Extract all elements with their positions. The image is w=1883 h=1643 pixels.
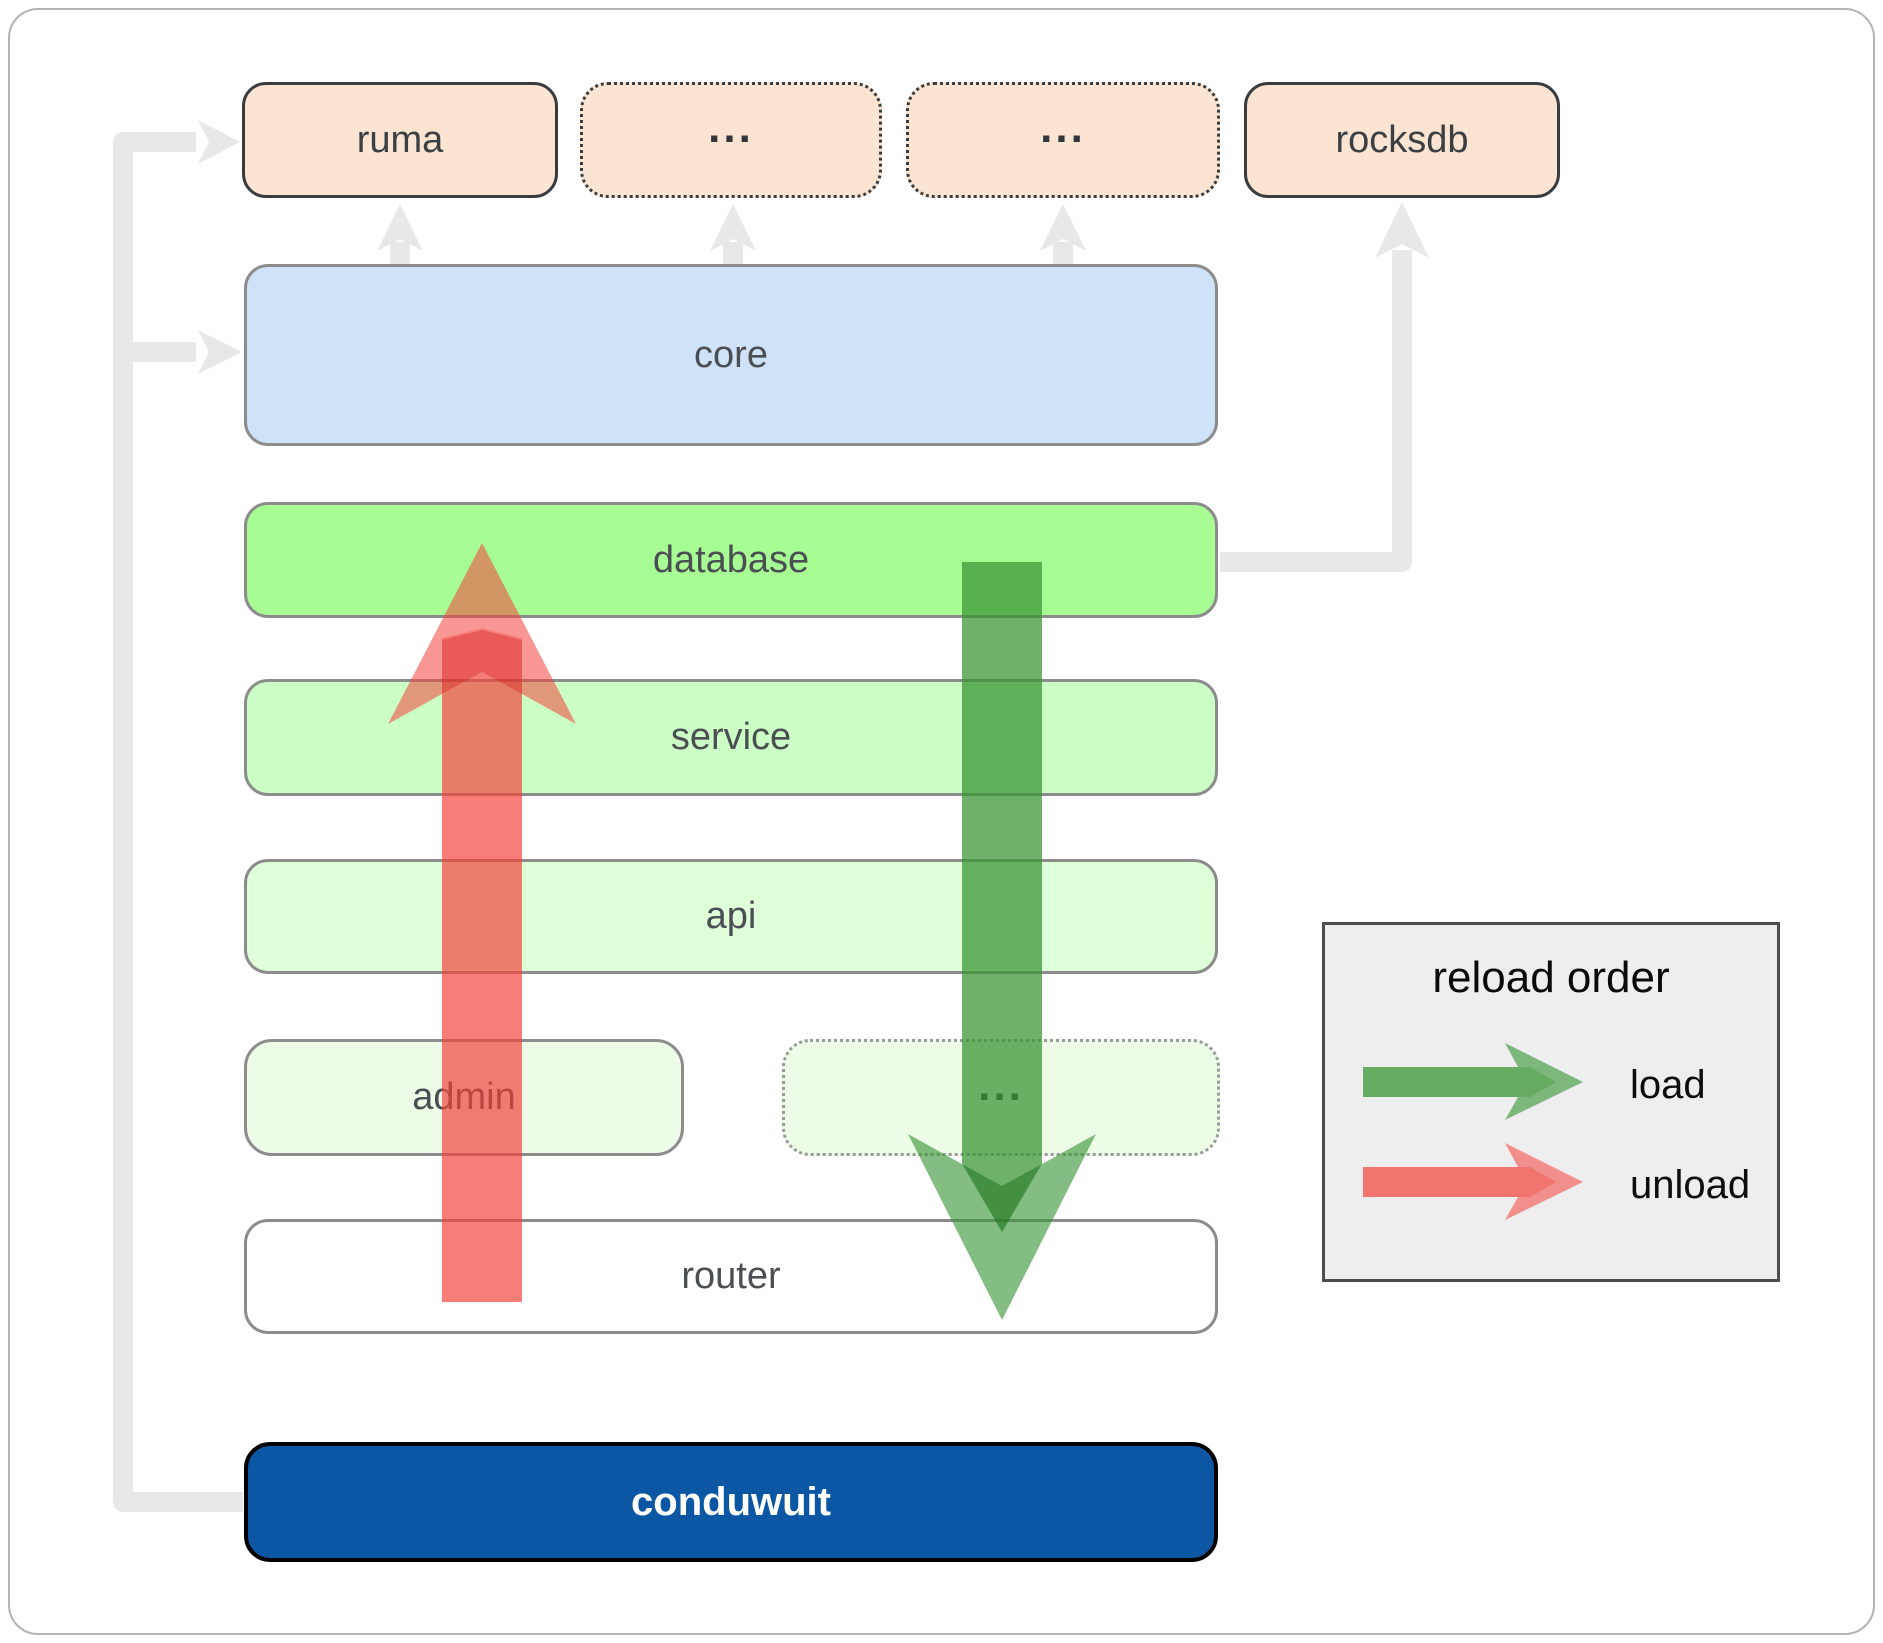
box-ellipsis-b: ... [906,82,1220,198]
connector-core-to-ellipsis-a [710,204,756,266]
box-ellipsis-a-label: ... [708,103,754,152]
box-core-label: core [694,333,768,376]
box-database: database [244,502,1218,618]
legend-title: reload order [1432,953,1670,1002]
connector-core-to-ellipsis-b [1040,204,1086,266]
box-ellipsis-a: ... [580,82,882,198]
box-rocksdb: rocksdb [1244,82,1560,198]
legend-unload-label: unload [1630,1163,1751,1207]
box-conduwuit-label: conduwuit [631,1479,831,1524]
box-router: router [244,1219,1218,1334]
arrowhead-into-core [198,330,242,374]
arrowhead-into-ruma [198,120,240,164]
diagram-frame [8,8,1875,1635]
arrowhead-into-rocksdb [1375,202,1429,258]
box-admin-label: admin [412,1076,516,1118]
connector-conduwuit-to-core [113,330,242,374]
box-service: service [244,679,1218,796]
box-admin: admin [244,1039,684,1156]
box-ruma: ruma [242,82,558,198]
connector-core-to-ruma [377,204,423,266]
connector-database-to-rocksdb [1220,202,1429,572]
box-ruma-label: ruma [356,118,444,161]
legend-load-label: load [1630,1063,1706,1107]
box-service-label: service [670,716,792,758]
box-database-label: database [652,538,810,581]
box-ellipsis-c: ... [782,1039,1220,1156]
box-core: core [244,264,1218,446]
box-rocksdb-label: rocksdb [1335,118,1469,161]
box-router-label: router [681,1255,781,1297]
box-api-label: api [705,895,757,937]
box-conduwuit: conduwuit [244,1442,1218,1562]
box-ellipsis-c-label: ... [978,1060,1024,1110]
legend-reload-order: reload order load unload [1322,922,1780,1282]
box-api: api [244,859,1218,974]
connector-conduwuit-to-ruma [113,120,243,1512]
box-ellipsis-b-label: ... [1040,103,1086,152]
